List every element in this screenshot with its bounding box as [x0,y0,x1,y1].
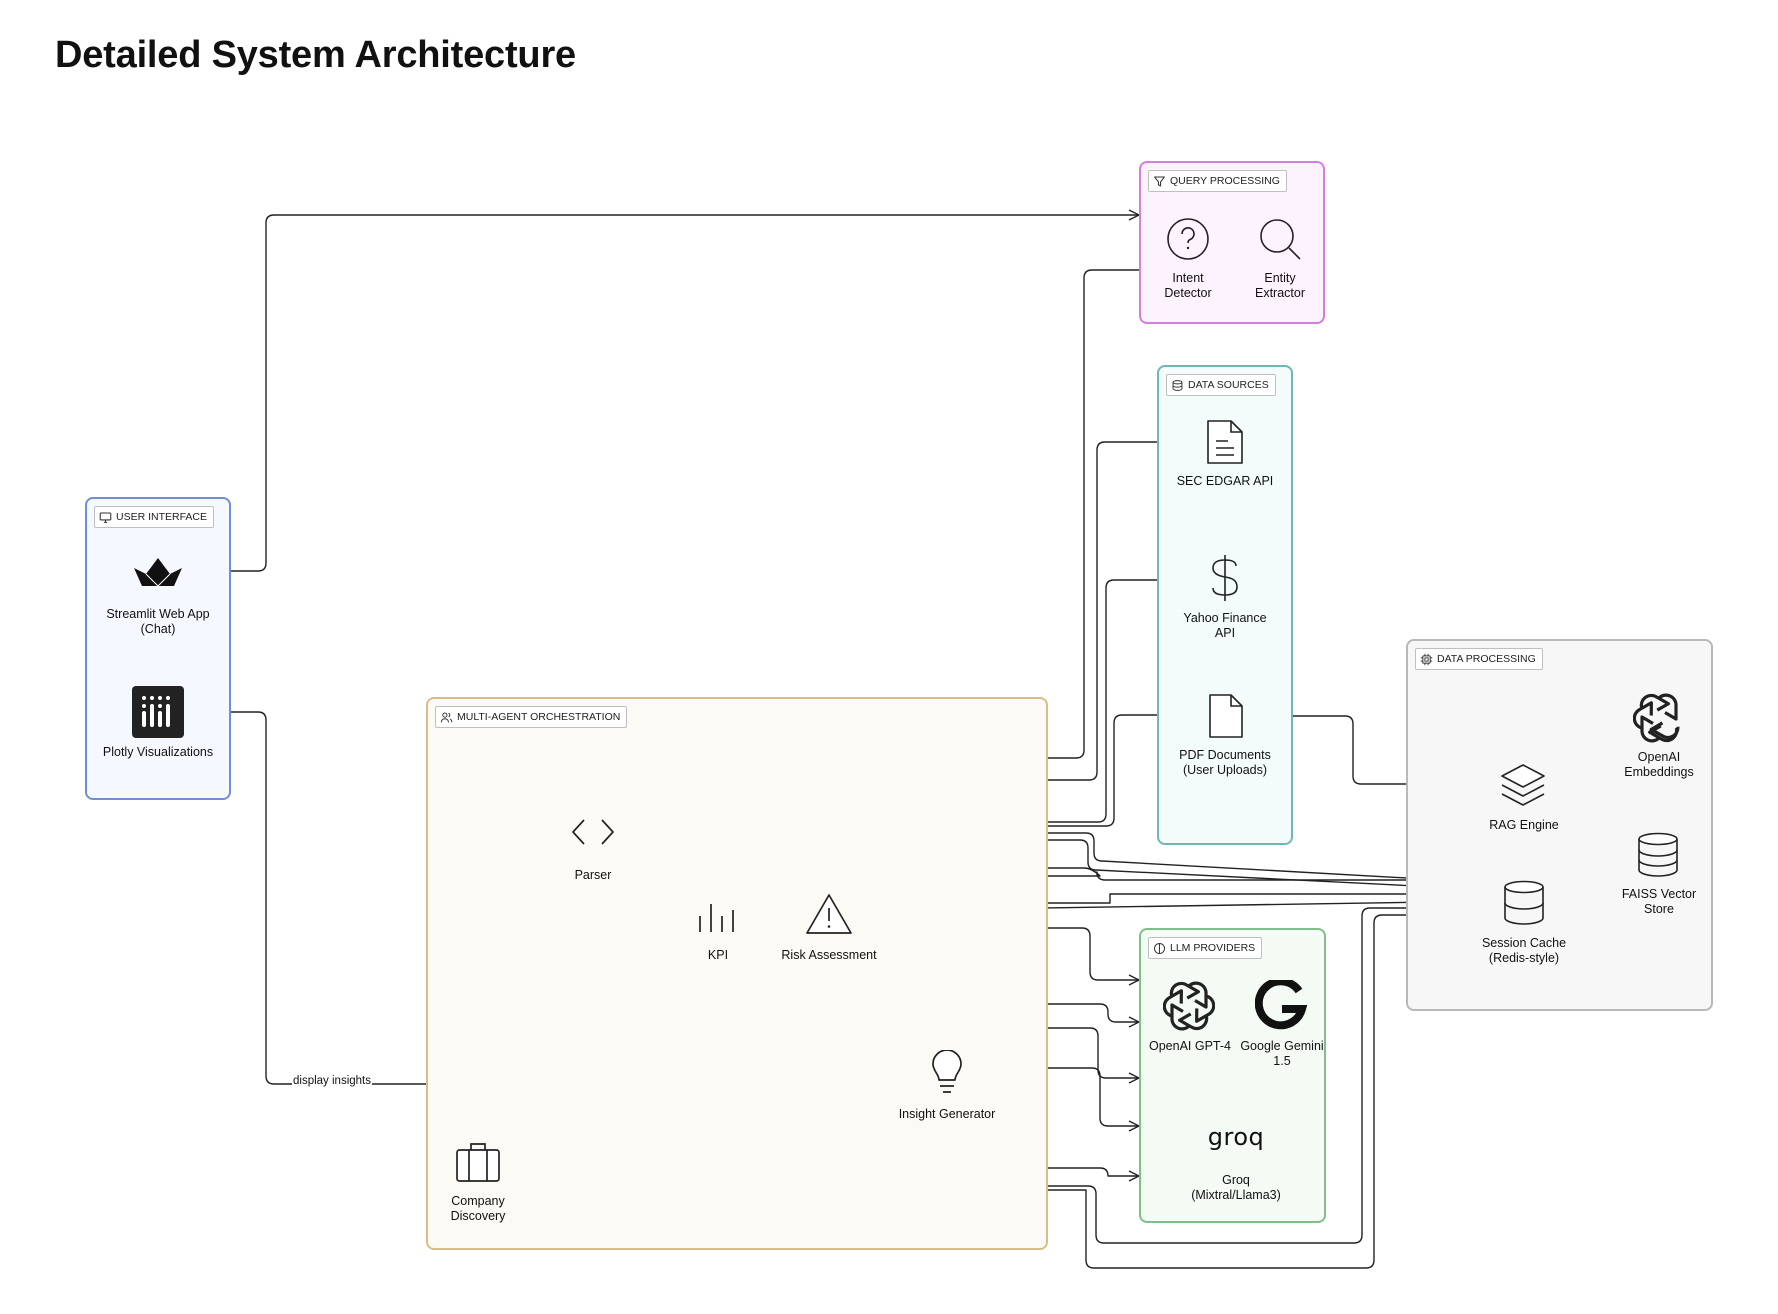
group-badge: USER INTERFACE [94,506,215,528]
node-gpt4-label: OpenAI GPT-4 [1149,1039,1231,1053]
users-icon [440,711,453,722]
briefcase-icon[interactable] [454,1140,502,1184]
group-multi-agent: MULTI-AGENT ORCHESTRATION [426,697,1048,1250]
edge-parser-to-yahoo [617,580,1201,823]
openai-icon[interactable] [1633,692,1685,744]
group-title: USER INTERFACE [116,511,208,523]
brain-icon [1153,942,1166,954]
group-badge: DATA SOURCES [1166,374,1276,396]
node-intent-label: Intent Detector [1164,271,1212,300]
edge-insight-to-plotly [182,712,922,1085]
group-badge: DATA PROCESSING [1415,648,1543,670]
openai-icon[interactable] [1163,980,1215,1032]
node-gemini-label: Google Gemini 1.5 [1240,1039,1324,1068]
edge-parser-to-session-b [617,839,1496,890]
edge-label-display-insights: display insights [292,1075,372,1087]
edge-insight-to-groq [972,1067,1139,1126]
group-llm-providers: LLM PROVIDERS [1139,928,1326,1223]
group-title: MULTI-AGENT ORCHESTRATION [457,711,621,723]
database-icon [1172,379,1183,391]
node-parser-label: Parser [574,868,612,882]
google-icon[interactable] [1255,980,1307,1034]
group-badge: LLM PROVIDERS [1148,937,1263,959]
streamlit-icon[interactable] [132,556,184,588]
edge-parser-to-session-a [617,832,1496,883]
node-kpi-label: KPI [707,948,729,962]
node-pdf-label: PDF Documents (User Uploads) [1179,748,1271,777]
group-title: DATA PROCESSING [1437,653,1536,665]
database-icon[interactable] [1502,880,1546,926]
node-sec-label: SEC EDGAR API [1176,474,1274,488]
edge-streamlit-to-query [182,215,1139,572]
node-rag-label: RAG Engine [1489,818,1559,832]
node-plotly-label: Plotly Visualizations [102,745,214,759]
edge-pdf-to-rag [1253,715,1497,784]
group-title: DATA SOURCES [1188,379,1269,391]
cylinder-icon[interactable] [1636,832,1680,878]
groq-logo[interactable]: groq [1207,1123,1265,1151]
bar-chart-icon[interactable] [696,894,740,934]
group-badge: QUERY PROCESSING [1148,170,1287,192]
node-risk-label: Risk Assessment [781,948,877,962]
edge-parser-to-pdf [617,715,1201,827]
funnel-icon [1154,176,1165,186]
group-query-processing: QUERY PROCESSING [1139,161,1325,324]
warning-icon[interactable] [804,892,854,936]
group-badge: MULTI-AGENT ORCHESTRATION [435,706,628,728]
page-title: Detailed System Architecture [55,34,576,76]
group-title: QUERY PROCESSING [1170,175,1280,187]
lightbulb-icon[interactable] [926,1050,968,1096]
plotly-icon[interactable] [132,686,184,738]
code-icon[interactable] [570,817,616,847]
group-title: LLM PROVIDERS [1170,942,1256,954]
node-entity-label: Entity Extractor [1254,271,1305,300]
chip-icon [1420,653,1433,665]
node-company-label: Company Discovery [450,1194,506,1223]
node-yahoo-label: Yahoo Finance API [1183,611,1267,640]
file-icon[interactable] [1207,693,1245,739]
search-icon[interactable] [1257,216,1303,262]
group-user-interface: USER INTERFACE [85,497,231,800]
node-streamlit-label: Streamlit Web App (Chat) [106,607,210,636]
node-faiss-label: FAISS Vector Store [1621,887,1697,916]
edge-company-to-groq [504,1167,1139,1176]
edge-risk-to-gpt4 [854,927,1139,980]
document-icon[interactable] [1205,419,1245,465]
layers-icon[interactable] [1499,762,1547,808]
node-embeddings-label: OpenAI Embeddings [1624,750,1694,779]
monitor-icon [99,512,112,523]
dollar-icon[interactable] [1208,553,1242,603]
question-icon[interactable] [1165,216,1211,262]
node-session-label: Session Cache (Redis-style) [1481,936,1567,965]
node-groq-label: Groq (Mixtral/Llama3) [1191,1173,1281,1202]
node-insight-label: Insight Generator [898,1107,996,1121]
